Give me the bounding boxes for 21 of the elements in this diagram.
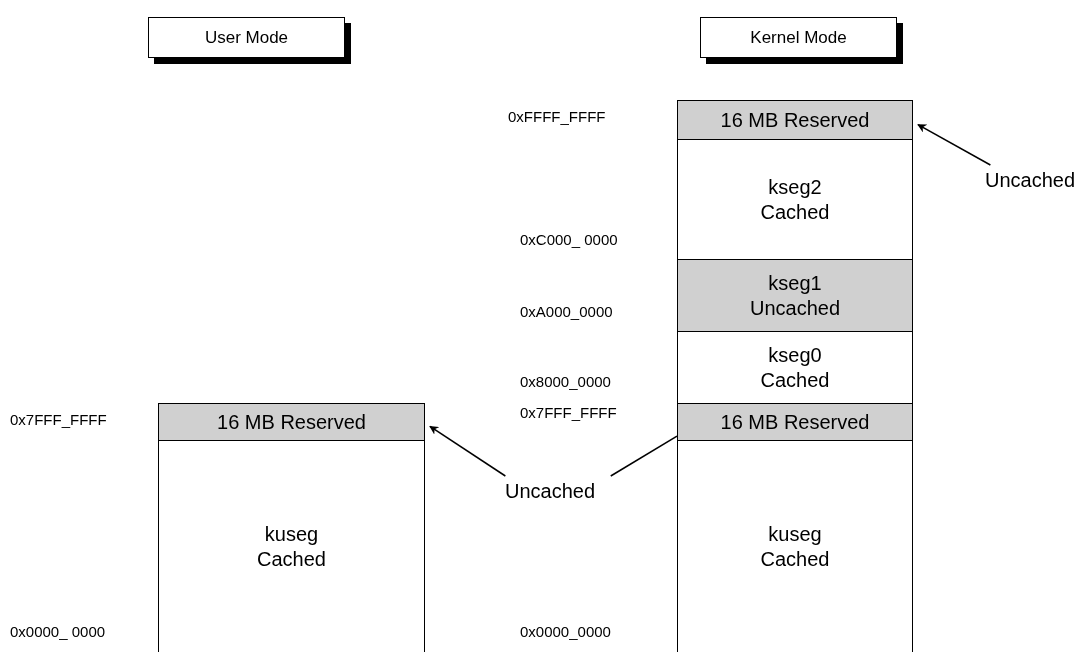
leader-arrow xyxy=(429,425,507,477)
address-label: 0x7FFF_FFFF xyxy=(520,404,617,421)
memory-segment-box: kseg0 Cached xyxy=(677,331,913,405)
address-label: 0x8000_0000 xyxy=(520,373,611,390)
memory-segment-box: kseg2 Cached xyxy=(677,139,913,261)
memory-segment-box: kuseg Cached xyxy=(677,440,913,652)
address-label: 0x0000_0000 xyxy=(520,623,611,640)
reserved-segment-box: 16 MB Reserved xyxy=(158,403,425,442)
leader-line xyxy=(610,435,678,477)
callout-text: Uncached xyxy=(975,165,1085,195)
address-label: 0x7FFF_FFFF xyxy=(10,411,107,428)
leader-arrow xyxy=(917,123,992,166)
memory-segment-box: kuseg Cached xyxy=(158,440,425,652)
address-label: 0xFFFF_FFFF xyxy=(508,108,606,125)
reserved-segment-box: 16 MB Reserved xyxy=(677,403,913,442)
address-label: 0xA000_0000 xyxy=(520,303,613,320)
callout-text: Uncached xyxy=(488,476,612,506)
address-label: 0xC000_ 0000 xyxy=(520,231,618,248)
reserved-segment-box: 16 MB Reserved xyxy=(677,100,913,141)
address-label: 0x0000_ 0000 xyxy=(10,623,106,640)
memory-segment-box: kseg1 Uncached xyxy=(677,259,913,333)
